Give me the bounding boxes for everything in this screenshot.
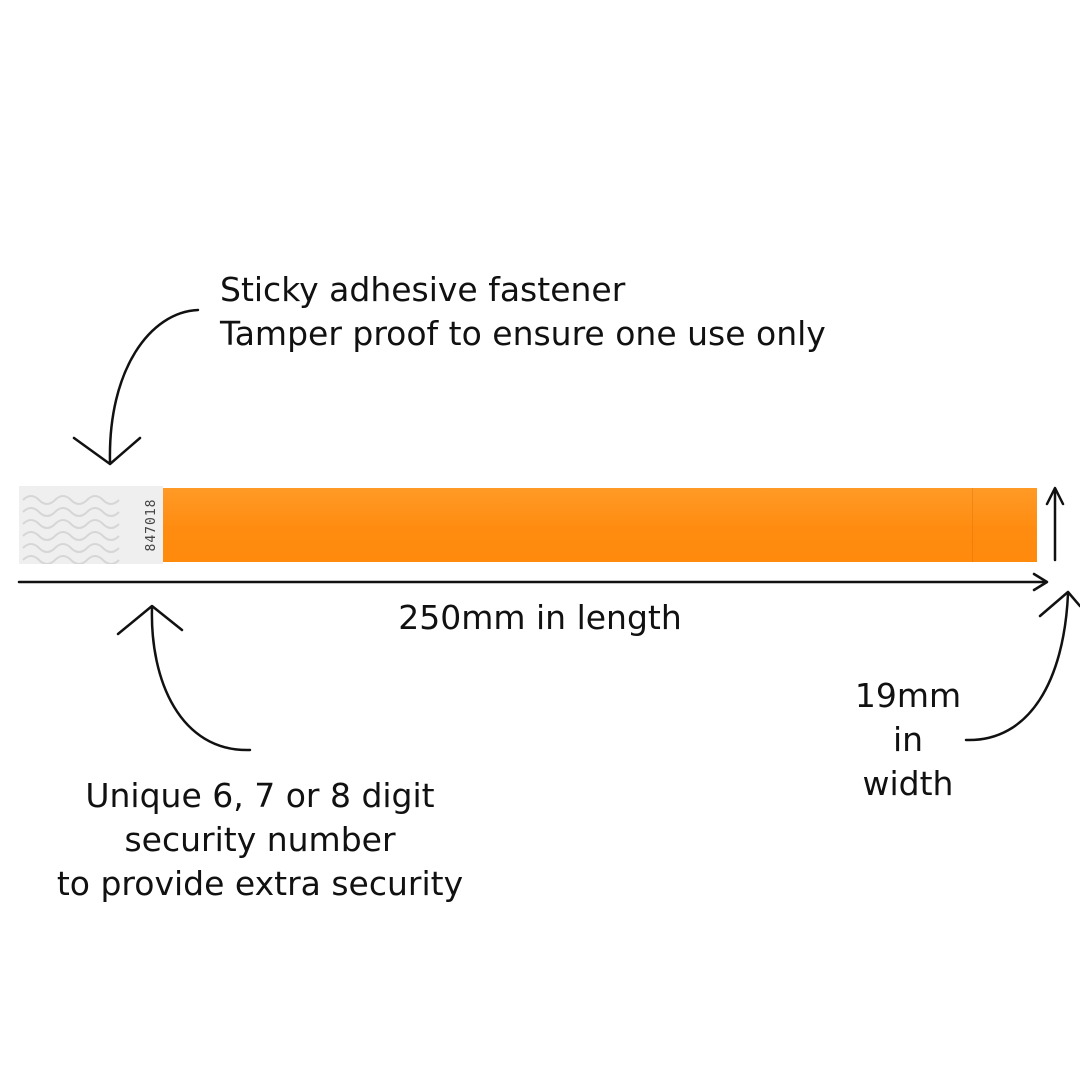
security-line-1: Unique 6, 7 or 8 digit [85, 776, 435, 815]
security-line-3: to provide extra security [56, 864, 464, 903]
band-strap [163, 488, 1037, 562]
security-arrowhead-icon [116, 604, 184, 636]
fastener-subtitle: Tamper proof to ensure one use only [220, 314, 826, 353]
fastener-title: Sticky adhesive fastener [220, 270, 626, 309]
wristband: 847018 [19, 486, 1037, 564]
length-annotation: 250mm in length [398, 598, 682, 637]
width-annotation-arrow-icon [964, 592, 1070, 742]
adhesive-tab: 847018 [19, 486, 163, 564]
security-annotation: Unique 6, 7 or 8 digit security number t… [30, 774, 490, 906]
fastener-annotation: Sticky adhesive fastener Tamper proof to… [220, 268, 826, 356]
security-arrow-icon [150, 606, 252, 752]
width-annotation: 19mm in width [830, 674, 986, 806]
width-arrowhead-icon [1045, 486, 1065, 506]
fastener-arrowhead-icon [72, 436, 142, 466]
width-line-1: 19mm [854, 676, 962, 715]
length-arrowhead-icon [1032, 572, 1049, 592]
width-line-3: width [862, 764, 954, 803]
wave-pattern-icon [22, 495, 120, 564]
fastener-arrow-icon [108, 308, 200, 464]
width-line-2: in [892, 720, 924, 759]
security-line-2: security number [124, 820, 396, 859]
width-annotation-arrowhead-icon [1038, 590, 1080, 618]
